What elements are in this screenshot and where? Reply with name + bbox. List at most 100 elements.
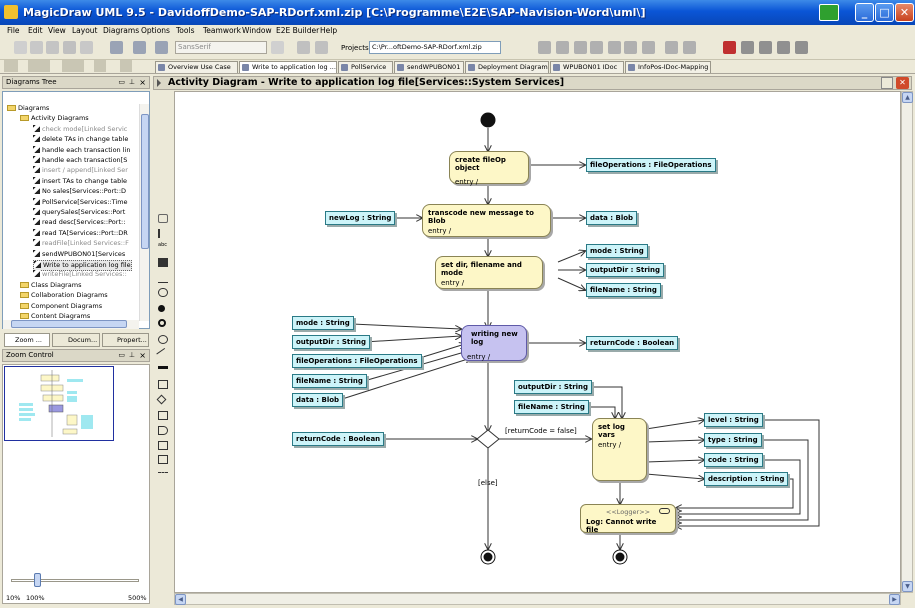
- pointer-tool-icon[interactable]: [158, 229, 168, 238]
- bug-icon[interactable]: [723, 41, 736, 54]
- signal-send-tool-icon[interactable]: [158, 411, 168, 420]
- inheritance-tool-icon[interactable]: [28, 60, 50, 72]
- menu-file[interactable]: File: [7, 26, 20, 35]
- tab-infopos-idoc-mapping[interactable]: InfoPos-IDoc-Mapping: [625, 61, 711, 73]
- tree-hscroll-thumb[interactable]: [11, 320, 127, 328]
- canvas-vscroll[interactable]: ▲ ▼: [901, 91, 913, 593]
- tab-zoom[interactable]: Zoom ...: [4, 333, 50, 347]
- object-flow-tool-icon[interactable]: [158, 335, 168, 344]
- tree-folder[interactable]: Activity Diagrams: [20, 114, 89, 123]
- anchor-tool-icon[interactable]: [158, 274, 168, 283]
- menu-window[interactable]: Window: [242, 26, 272, 35]
- object-mode-1[interactable]: mode : String: [586, 244, 648, 258]
- tree-item[interactable]: querySales[Services::Port: [33, 208, 125, 217]
- font-size-select[interactable]: [271, 41, 284, 54]
- fill-color-icon[interactable]: [110, 41, 123, 54]
- close-diagram-icon[interactable]: ✕: [896, 77, 909, 89]
- tree-hscroll[interactable]: [3, 320, 139, 329]
- export-icon[interactable]: [683, 41, 696, 54]
- scroll-up-icon[interactable]: ▲: [902, 92, 913, 103]
- close-panel-icon[interactable]: ×: [139, 78, 146, 87]
- activity-writing-new-log[interactable]: writing new log entry /: [461, 325, 527, 361]
- tab-deployment-diagram[interactable]: Deployment Diagram: [465, 61, 549, 73]
- menu-tools[interactable]: Tools: [176, 26, 195, 35]
- format-icon[interactable]: [315, 41, 328, 54]
- float-icon[interactable]: ▭: [118, 78, 125, 86]
- activity-create-fileop[interactable]: create fileOp object entry /: [449, 151, 529, 186]
- maximize-button[interactable]: □: [875, 3, 894, 22]
- tab-properties[interactable]: Propert...: [102, 333, 149, 347]
- hierarchy-icon[interactable]: [538, 41, 551, 54]
- zoom-close-icon[interactable]: ×: [139, 351, 146, 360]
- decision-tool-icon[interactable]: [156, 394, 167, 405]
- object-filename-2[interactable]: fileName : String: [292, 374, 367, 388]
- object-filename-3[interactable]: fileName : String: [514, 400, 589, 414]
- tree-item[interactable]: handle each transaction[S: [33, 156, 127, 165]
- tree-vscroll[interactable]: [139, 104, 149, 321]
- tree-vscroll-thumb[interactable]: [141, 114, 149, 249]
- activity-transcode[interactable]: transcode new message to Blob entry /: [422, 204, 551, 237]
- tree-item[interactable]: readFile[Linked Services::F: [33, 239, 129, 248]
- tree-item[interactable]: delete TAs in change table: [33, 135, 128, 144]
- clock-icon[interactable]: [741, 41, 754, 54]
- object-returncode-2[interactable]: returnCode : Boolean: [292, 432, 385, 446]
- tray-icon[interactable]: [819, 4, 839, 21]
- zoom-float-icon[interactable]: ▭: [118, 351, 125, 359]
- diagram-tool-button[interactable]: [62, 60, 84, 72]
- restore-diagram-icon[interactable]: [881, 77, 893, 89]
- object-outputdir-3[interactable]: outputDir : String: [514, 380, 593, 394]
- import-icon[interactable]: [665, 41, 678, 54]
- diagram-canvas[interactable]: create fileOp object entry / transcode n…: [174, 91, 901, 593]
- menu-layout[interactable]: Layout: [72, 26, 98, 35]
- close-button[interactable]: ✕: [895, 3, 914, 22]
- run-icon[interactable]: [759, 41, 772, 54]
- tree-folder[interactable]: Diagrams: [7, 104, 49, 113]
- tab-pollservice[interactable]: PollService: [338, 61, 393, 73]
- tab-documentation[interactable]: Docum...: [52, 333, 100, 347]
- activity-set-dir[interactable]: set dir, filename and mode entry /: [435, 256, 543, 289]
- object-code[interactable]: code : String: [704, 453, 763, 467]
- pin-icon[interactable]: ⊥: [128, 78, 135, 86]
- tree-item[interactable]: read TA[Services::Port::DR: [33, 228, 128, 238]
- initial-state-tool-icon[interactable]: [158, 305, 165, 312]
- menu-options[interactable]: Options: [141, 26, 170, 35]
- align-icon[interactable]: [297, 41, 310, 54]
- binoculars-icon[interactable]: [120, 60, 132, 72]
- layout-icon[interactable]: [642, 41, 655, 54]
- text-tool-icon[interactable]: abc: [158, 242, 167, 248]
- tree-item[interactable]: Write to application log file: [33, 260, 132, 271]
- tree-item[interactable]: insert / append[Linked Ser: [33, 166, 128, 175]
- swimlane-tool-icon[interactable]: [158, 380, 168, 389]
- scroll-down-icon[interactable]: ▼: [902, 581, 913, 592]
- tree-item[interactable]: PollService[Services::Time: [33, 197, 128, 207]
- collapse-arrow-icon[interactable]: [157, 79, 161, 87]
- tree-folder[interactable]: Class Diagrams: [20, 281, 81, 290]
- menu-help[interactable]: Help: [320, 26, 338, 35]
- pen-color-icon[interactable]: [133, 41, 146, 54]
- object-filename-1[interactable]: fileName : String: [586, 283, 661, 297]
- dependency-tool-icon[interactable]: [158, 472, 168, 481]
- menu-diagrams[interactable]: Diagrams: [103, 26, 140, 35]
- paste-icon[interactable]: [46, 41, 59, 54]
- final-state-tool-icon[interactable]: [158, 319, 166, 327]
- object-returncode-1[interactable]: returnCode : Boolean: [586, 336, 679, 350]
- copy-icon[interactable]: [30, 41, 43, 54]
- font-color-icon[interactable]: [155, 41, 168, 54]
- object-fileoperations-1[interactable]: fileOperations : FileOperations: [586, 158, 716, 172]
- tab-sendwpubon01[interactable]: sendWPUBON01: [394, 61, 464, 73]
- object-fileoperations-2[interactable]: fileOperations : FileOperations: [292, 354, 422, 368]
- list-icon[interactable]: [795, 41, 808, 54]
- activity-set-log-vars[interactable]: set log vars entry /: [592, 418, 647, 481]
- final-node-logger[interactable]: [615, 552, 625, 562]
- object-description[interactable]: description : String: [704, 472, 789, 486]
- note-tool-icon[interactable]: [158, 258, 168, 267]
- object-outputdir-1[interactable]: outputDir : String: [586, 263, 665, 277]
- tree-item[interactable]: handle each transaction lin: [33, 145, 130, 155]
- scroll-left-icon[interactable]: ◀: [175, 594, 186, 605]
- code-tool-icon[interactable]: [94, 60, 106, 72]
- final-node-else[interactable]: [483, 552, 493, 562]
- canvas-hscroll[interactable]: ◀ ▶: [174, 593, 901, 605]
- class-tool-icon[interactable]: [158, 455, 168, 464]
- model-icon[interactable]: [624, 41, 637, 54]
